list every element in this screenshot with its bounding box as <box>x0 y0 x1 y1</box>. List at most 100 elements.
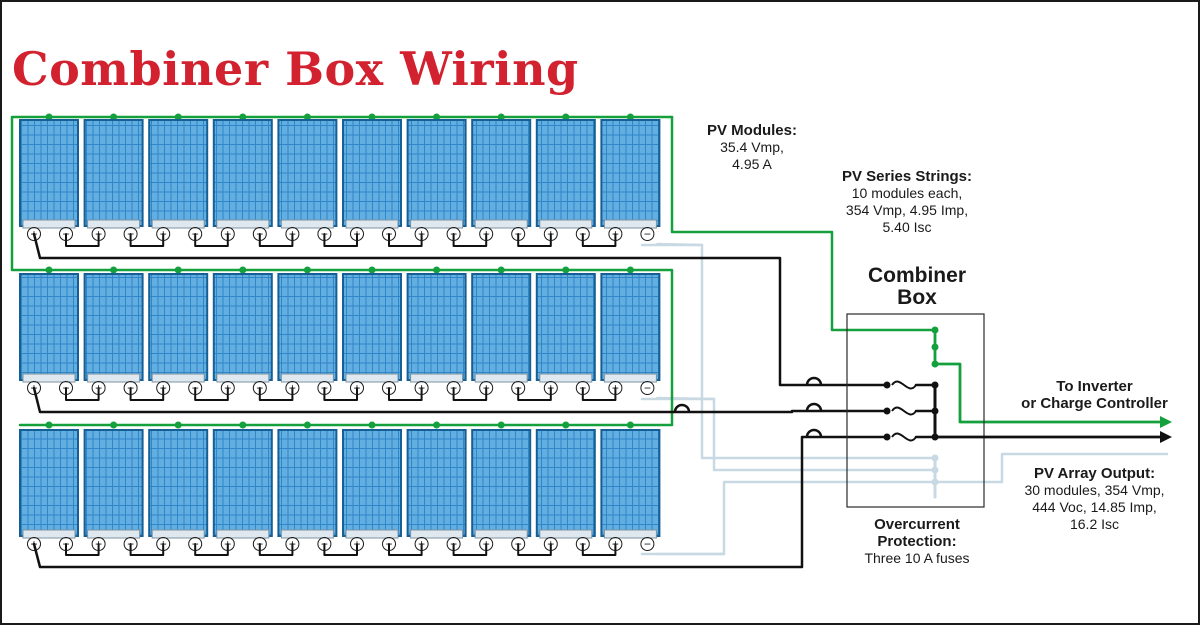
overcurrent-protection-detail: Three 10 A fuses <box>864 550 970 566</box>
page-title: Combiner Box Wiring <box>12 42 579 96</box>
series-jumper-wire <box>129 233 165 247</box>
module-top-dot <box>433 113 441 121</box>
combiner-box-line: Combiner <box>867 264 966 287</box>
negative-terminal <box>188 381 203 395</box>
solar-panel-icon: +− <box>471 429 532 551</box>
module-top-dot <box>303 113 311 121</box>
positive-terminal <box>608 537 623 551</box>
positive-output-wire <box>933 328 1164 424</box>
arrow-right-icon <box>1160 431 1172 443</box>
solar-panel-icon: +− <box>83 119 144 241</box>
pv-series-strings-label: PV Series Strings: 10 modules each, 354 … <box>812 168 1002 236</box>
combiner-box <box>846 313 985 508</box>
series-jumper-wire <box>452 233 488 247</box>
module-panel <box>600 273 661 381</box>
module-panel <box>342 119 402 227</box>
module-junction-box <box>603 219 657 229</box>
module-top-dot <box>45 266 53 274</box>
negative-terminal-label: − <box>256 381 263 395</box>
series-jumper-wire <box>581 233 617 247</box>
negative-terminal-label: − <box>256 537 263 551</box>
negative-terminal <box>123 381 138 395</box>
positive-junction-dot <box>931 360 939 368</box>
positive-terminal-label: + <box>418 381 425 395</box>
positive-terminal <box>608 227 623 241</box>
negative-terminal <box>640 381 655 395</box>
series-jumper-wire <box>517 387 552 401</box>
positive-terminal <box>285 227 300 241</box>
positive-terminal-label: + <box>612 227 619 241</box>
module-top-dot <box>626 421 634 429</box>
positive-terminal <box>608 381 623 395</box>
module-junction-box <box>345 373 399 383</box>
negative-terminal-label: − <box>321 227 328 241</box>
series-jumper-wire <box>258 233 294 247</box>
negative-terminal-label: − <box>192 381 199 395</box>
solar-panel-icon: +− <box>471 273 532 395</box>
negative-terminal <box>188 227 203 241</box>
module-top-dot <box>174 421 182 429</box>
solar-panel-icon: +− <box>342 119 402 241</box>
negative-terminal <box>252 537 267 551</box>
negative-terminal-label: − <box>644 537 651 551</box>
negative-terminal-label: − <box>515 227 522 241</box>
positive-terminal <box>543 381 558 395</box>
module-junction-box <box>539 219 593 229</box>
fuse-icon <box>891 406 917 416</box>
module-junction-box <box>280 219 334 229</box>
positive-terminal <box>220 381 235 395</box>
series-jumper-wire <box>452 387 488 401</box>
positive-terminal-label: + <box>547 381 554 395</box>
series-jumper-wire <box>258 387 294 401</box>
negative-terminal-label: − <box>385 381 392 395</box>
positive-terminal <box>543 537 558 551</box>
positive-terminal <box>91 381 106 395</box>
positive-terminal-label: + <box>353 381 360 395</box>
positive-terminal <box>27 537 41 551</box>
module-junction-box <box>345 529 399 539</box>
module-junction-box <box>151 219 205 229</box>
module-top-dot <box>303 266 311 274</box>
negative-terminal-label: − <box>450 537 457 551</box>
module-panel <box>406 119 467 227</box>
module-top-dot <box>497 113 505 121</box>
module-junction-box <box>474 373 528 383</box>
module-top-dot <box>433 421 441 429</box>
module-top-dot <box>497 266 505 274</box>
negative-terminal-label: − <box>579 537 586 551</box>
negative-terminal <box>575 381 590 395</box>
string-homerun-wire <box>32 435 889 569</box>
solar-panel-icon: +− <box>19 429 79 551</box>
module-junction-box <box>474 529 528 539</box>
module-junction-box <box>216 529 270 539</box>
module-junction-box <box>539 529 593 539</box>
wire-crossover-icon <box>805 376 823 386</box>
positive-terminal <box>285 537 300 551</box>
solar-panel-icon: +− <box>535 429 596 551</box>
wire-crossover-icon <box>805 402 823 412</box>
module-top-dot <box>45 113 53 121</box>
overcurrent-protection-label: Overcurrent Protection: Three 10 A fuses <box>837 516 997 567</box>
positive-terminal-label: + <box>95 227 102 241</box>
positive-junction-dot <box>931 326 939 334</box>
positive-terminal <box>479 381 494 395</box>
positive-terminal <box>156 381 171 395</box>
solar-panel-icon: +− <box>600 119 661 241</box>
solar-panel-icon: +− <box>19 119 79 241</box>
negative-terminal-label: − <box>450 227 457 241</box>
string-homerun-wire <box>32 232 889 387</box>
fuse-icon <box>891 380 917 390</box>
positive-terminal-label: + <box>353 537 360 551</box>
negative-terminal-label: − <box>127 227 134 241</box>
solar-panel-icon: +− <box>406 429 467 551</box>
negative-terminal <box>59 537 73 551</box>
solar-panel-icon: +− <box>277 119 338 241</box>
module-junction-box <box>539 373 593 383</box>
module-top-dot <box>497 421 505 429</box>
negative-terminal-label: − <box>579 381 586 395</box>
module-junction-box <box>22 529 76 539</box>
module-top-dot <box>368 113 376 121</box>
pv-series-strings-line: 5.40 Isc <box>882 219 932 235</box>
negative-terminal <box>640 227 655 241</box>
negative-terminal-label: − <box>192 227 199 241</box>
